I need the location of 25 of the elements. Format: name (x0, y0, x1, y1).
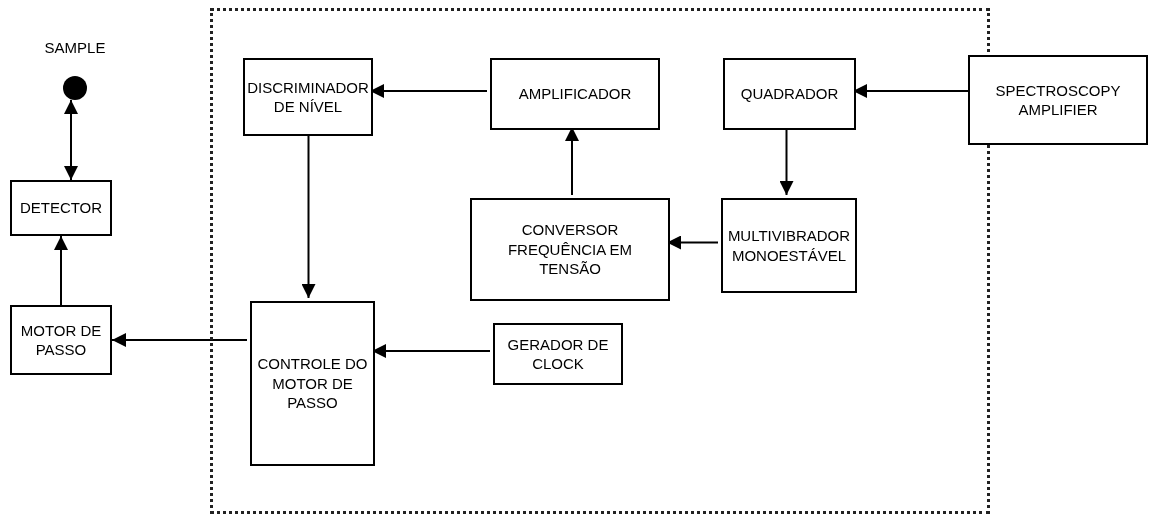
block-label: CONTROLE DO MOTOR DE PASSO (256, 354, 369, 413)
arrow (64, 99, 78, 181)
block-label: SPECTROSCOPY AMPLIFIER (994, 80, 1122, 120)
block-label: MULTIVIBRADOR MONOESTÁVEL (727, 226, 851, 265)
block-label: GERADOR DE CLOCK (506, 334, 610, 374)
block-box (721, 198, 857, 293)
block-box (490, 58, 660, 130)
arrow (54, 235, 68, 306)
block-box (968, 55, 1148, 145)
block-box (243, 58, 373, 136)
block-box (10, 305, 112, 375)
block-label: MOTOR DE PASSO (19, 320, 103, 360)
block-label: AMPLIFICADOR (518, 84, 632, 104)
block-box (470, 198, 670, 301)
block-box (250, 301, 375, 466)
block-label: CONVERSOR FREQUÊNCIA EM TENSÃO (506, 220, 634, 279)
block-label: DETECTOR (19, 198, 103, 218)
dotted-boundary (210, 8, 990, 514)
block-label: DISCRIMINADOR DE NÍVEL (247, 77, 369, 117)
block-box (493, 323, 623, 385)
node-label: SAMPLE (44, 38, 106, 58)
block-box (723, 58, 856, 130)
block-box (10, 180, 112, 236)
block-label: QUADRADOR (740, 84, 839, 104)
arrow (111, 333, 248, 347)
